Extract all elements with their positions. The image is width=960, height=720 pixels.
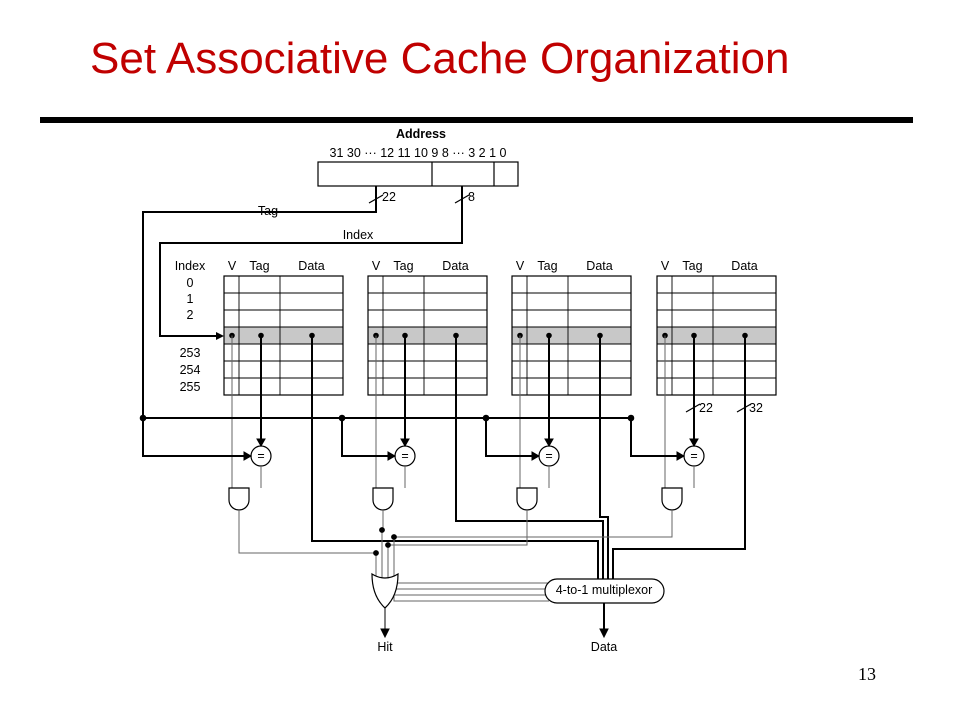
- way-table: [223, 275, 344, 396]
- index-column-header: Index: [175, 259, 206, 273]
- or-gate: [371, 572, 399, 609]
- index-row-253: 253: [180, 346, 201, 360]
- select-wire: [393, 541, 549, 602]
- width-tick: [685, 403, 701, 413]
- comparator-symbol: =: [257, 449, 264, 463]
- data-header: Data: [442, 259, 468, 273]
- way-table: [656, 275, 777, 396]
- index-row-1: 1: [187, 292, 194, 306]
- arrow: [676, 451, 686, 461]
- and-gate: [372, 487, 394, 511]
- data-header: Data: [731, 259, 757, 273]
- tag-wire: [142, 186, 377, 455]
- slide-title: Set Associative Cache Organization: [90, 34, 790, 83]
- valid-header: V: [516, 259, 525, 273]
- tag-header: Tag: [682, 259, 702, 273]
- valid-header: V: [661, 259, 670, 273]
- select-wire: [381, 534, 549, 590]
- tag-header: Tag: [249, 259, 269, 273]
- bus-junction: [338, 414, 346, 422]
- tag-header: Tag: [393, 259, 413, 273]
- selected-set-row: [512, 327, 631, 344]
- bus-junction: [482, 414, 490, 422]
- address-label: Address: [396, 127, 446, 141]
- select-junction: [391, 534, 397, 540]
- and-gate: [228, 487, 250, 511]
- arrow: [256, 438, 266, 448]
- tag-header: Tag: [537, 259, 557, 273]
- address-tag-wire: [341, 418, 393, 457]
- width-tick: [736, 403, 752, 413]
- select-wire: [387, 549, 549, 596]
- and-gate: [661, 487, 683, 511]
- address-tag-wire: [485, 418, 537, 457]
- index-wire: [159, 186, 463, 337]
- valid-header: V: [228, 259, 237, 273]
- data-output-label: Data: [591, 640, 617, 654]
- tag-width-label: 22: [382, 190, 396, 204]
- and-gate: [516, 487, 538, 511]
- arrow: [689, 438, 699, 448]
- data-header: Data: [298, 259, 324, 273]
- index-row-0: 0: [187, 276, 194, 290]
- selected-set-row: [657, 327, 776, 344]
- data-arrow: [599, 628, 609, 639]
- bus-junction: [627, 414, 635, 422]
- way-table: [511, 275, 632, 396]
- hit-output-label: Hit: [377, 640, 393, 654]
- tag-compare-width-label: 22: [699, 401, 713, 415]
- address-tag-wire: [142, 418, 249, 457]
- valid-header: V: [372, 259, 381, 273]
- address-tag-wire: [630, 418, 682, 457]
- data-header: Data: [586, 259, 612, 273]
- data-wire: [599, 335, 609, 579]
- cache-way-2: V Tag Data: [511, 259, 632, 396]
- arrow: [531, 451, 541, 461]
- arrow: [387, 451, 397, 461]
- comparator-symbol: =: [690, 449, 697, 463]
- arrow: [400, 438, 410, 448]
- select-junction: [373, 550, 379, 556]
- data-wire: [455, 335, 604, 579]
- address-register: [317, 161, 519, 187]
- mux-label: 4-to-1 multiplexor: [556, 583, 653, 597]
- index-row-2: 2: [187, 308, 194, 322]
- index-width-label: 8: [468, 190, 475, 204]
- selected-set-row: [368, 327, 487, 344]
- cache-way-3: V Tag Data: [656, 259, 777, 396]
- select-junction: [379, 527, 385, 533]
- data-wire: [612, 335, 746, 579]
- index-row-254: 254: [180, 363, 201, 377]
- tag-signal-label: Tag: [258, 204, 278, 218]
- cache-way-1: V Tag Data: [367, 259, 488, 396]
- title-divider: [40, 117, 913, 123]
- selected-set-row: [224, 327, 343, 344]
- comparator-symbol: =: [401, 449, 408, 463]
- address-bit-numbers: 31 30 ··· 12 11 10 9 8 ··· 3 2 1 0: [330, 146, 507, 160]
- page-number: 13: [858, 664, 876, 684]
- comparator-symbol: =: [545, 449, 552, 463]
- index-signal-label: Index: [343, 228, 374, 242]
- data-width-label: 32: [749, 401, 763, 415]
- arrow: [544, 438, 554, 448]
- data-wire: [311, 335, 599, 579]
- index-row-255: 255: [180, 380, 201, 394]
- select-junction: [385, 542, 391, 548]
- hit-arrow: [380, 628, 390, 639]
- select-wire: [375, 557, 549, 584]
- way-table: [367, 275, 488, 396]
- cache-way-0: V Tag Data: [223, 259, 344, 396]
- bus-junction: [139, 414, 147, 422]
- arrow: [243, 451, 253, 461]
